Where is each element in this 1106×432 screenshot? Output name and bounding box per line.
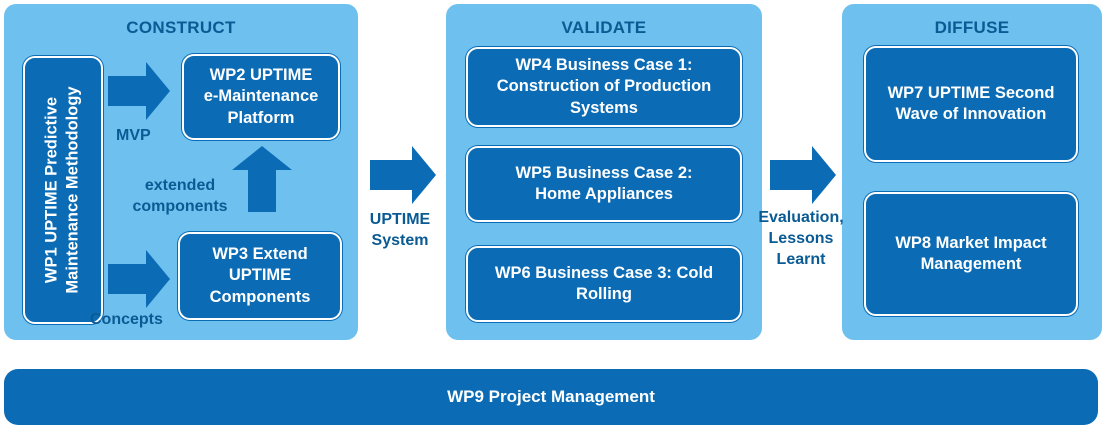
wp3-box: WP3 Extend UPTIME Components [178, 232, 342, 320]
uptime-system-label: UPTIME System [369, 211, 431, 249]
arrow-right-icon [370, 146, 436, 204]
mvp-label: MVP [116, 127, 151, 144]
wp6-box: WP6 Business Case 3: Cold Rolling [466, 246, 742, 322]
wp1-box: WP1 UPTIME Predictive Maintenance Method… [23, 56, 103, 324]
wp9-bar: WP9 Project Management [4, 369, 1098, 425]
validate-title: VALIDATE [561, 18, 647, 37]
wp2-label: WP2 UPTIME e-Maintenance Platform [203, 65, 319, 127]
wp5-box: WP5 Business Case 2: Home Appliances [466, 146, 742, 222]
wp5-label: WP5 Business Case 2: Home Appliances [515, 163, 693, 203]
wp6-label: WP6 Business Case 3: Cold Rolling [494, 263, 714, 303]
evaluation-label: Evaluation, Lessons Learnt [758, 209, 844, 268]
concepts-label: Concepts [90, 311, 163, 328]
wp4-label: WP4 Business Case 1: Construction of Pro… [496, 55, 712, 117]
wp7-box: WP7 UPTIME Second Wave of Innovation [864, 46, 1078, 162]
wp9-label: WP9 Project Management [447, 387, 655, 406]
wp8-box: WP8 Market Impact Management [864, 192, 1078, 316]
arrow-up-icon [232, 146, 292, 212]
wp1-label: WP1 UPTIME Predictive Maintenance Method… [42, 86, 82, 294]
wp7-label: WP7 UPTIME Second Wave of Innovation [887, 83, 1055, 123]
wp8-label: WP8 Market Impact Management [895, 233, 1047, 273]
wp3-label: WP3 Extend UPTIME Components [209, 244, 311, 306]
extended-components-label: extended components [132, 177, 228, 215]
arrow-right-icon [108, 62, 170, 120]
wp4-box: WP4 Business Case 1: Construction of Pro… [466, 47, 742, 127]
arrow-right-icon [108, 250, 170, 308]
arrow-right-icon [770, 146, 836, 204]
construct-title: CONSTRUCT [126, 18, 236, 37]
wp2-box: WP2 UPTIME e-Maintenance Platform [182, 54, 340, 140]
diffuse-title: DIFFUSE [934, 18, 1010, 37]
